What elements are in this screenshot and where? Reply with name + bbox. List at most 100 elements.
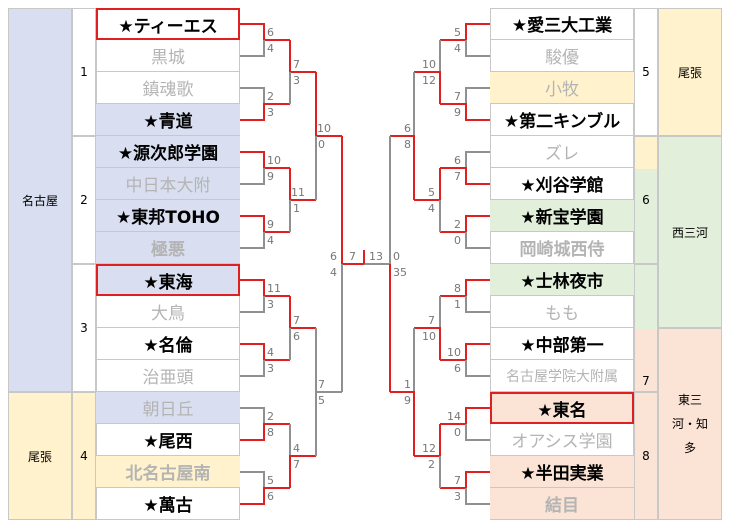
score-right-r1-7a: 14 bbox=[447, 410, 461, 423]
bracket-line bbox=[240, 151, 290, 169]
region-label-nagoya: 名古屋 bbox=[21, 193, 58, 208]
score-right-r1-7b: 0 bbox=[454, 426, 461, 439]
score-right-r2-4a: 12 bbox=[422, 442, 436, 455]
score-left-r1-8a: 5 bbox=[267, 474, 274, 487]
team-right-14: オアシス学園 bbox=[490, 424, 634, 456]
score-right-r4-b: 35 bbox=[393, 266, 407, 279]
team-right-4: ★第二キンブル bbox=[490, 104, 634, 136]
block-label-5: 5 bbox=[642, 65, 650, 79]
block-6 bbox=[634, 136, 658, 264]
score-left-r1-5a: 11 bbox=[267, 282, 281, 295]
bracket-line bbox=[414, 71, 441, 104]
region-nagoya bbox=[8, 8, 72, 392]
bracket-line bbox=[440, 215, 490, 233]
bracket-line bbox=[240, 23, 290, 41]
score-right-r1-3a: 6 bbox=[454, 154, 461, 167]
score-final-left: 7 bbox=[349, 250, 356, 263]
score-left-r1-2a: 2 bbox=[267, 90, 274, 103]
bracket-line bbox=[240, 279, 290, 297]
team-left-5: ★源次郎学園 bbox=[96, 136, 240, 168]
team-left-11: ★名倫 bbox=[96, 328, 240, 360]
score-left-r2-1b: 3 bbox=[293, 74, 300, 87]
block-2 bbox=[72, 136, 96, 264]
bracket-line bbox=[465, 232, 490, 249]
bracket-line bbox=[240, 215, 290, 233]
block-8 bbox=[634, 392, 658, 520]
score-left-r1-3b: 9 bbox=[267, 170, 274, 183]
bracket-line bbox=[440, 471, 490, 489]
score-left-r1-1a: 6 bbox=[267, 26, 274, 39]
score-right-r1-3b: 7 bbox=[454, 170, 461, 183]
region-nishimikawa bbox=[658, 136, 722, 328]
team-right-7: ★新宝学園 bbox=[490, 200, 634, 232]
team-left-6: 中日本大附 bbox=[96, 168, 240, 200]
score-left-r4-a: 6 bbox=[330, 250, 337, 263]
score-left-r2-3a: 7 bbox=[293, 314, 300, 327]
block-7 bbox=[634, 264, 658, 392]
bracket-line bbox=[465, 87, 490, 104]
team-right-2: 駿優 bbox=[490, 40, 634, 72]
score-right-r1-1b: 4 bbox=[454, 42, 461, 55]
block-label-8: 8 bbox=[642, 449, 650, 463]
score-right-r1-5a: 8 bbox=[454, 282, 461, 295]
block-label-4: 4 bbox=[80, 449, 88, 463]
team-right-13: ★東名 bbox=[490, 392, 634, 424]
score-right-r2-2b: 4 bbox=[428, 202, 435, 215]
score-left-r1-5b: 3 bbox=[267, 298, 274, 311]
block-label-3: 3 bbox=[80, 321, 88, 335]
team-right-8: 岡崎城西侍 bbox=[490, 232, 634, 264]
team-left-10: 大鳥 bbox=[96, 296, 240, 328]
bracket-line bbox=[240, 423, 290, 441]
score-right-r2-1b: 12 bbox=[422, 74, 436, 87]
bracket-line bbox=[240, 168, 265, 185]
block-1 bbox=[72, 8, 96, 136]
bracket-line bbox=[414, 327, 441, 360]
score-right-r1-4a: 2 bbox=[454, 218, 461, 231]
bracket-line bbox=[465, 40, 490, 57]
bracket-line bbox=[440, 343, 490, 361]
bracket-line bbox=[240, 487, 290, 505]
score-right-r3-2a: 1 bbox=[404, 378, 411, 391]
team-left-8: 極悪 bbox=[96, 232, 240, 264]
region-label-owari-left: 尾張 bbox=[27, 449, 52, 464]
score-left-r2-4b: 7 bbox=[293, 458, 300, 471]
team-left-2: 黒城 bbox=[96, 40, 240, 72]
team-left-9: ★東海 bbox=[96, 264, 240, 296]
bracket-line bbox=[240, 40, 265, 57]
score-left-r2-1a: 7 bbox=[293, 58, 300, 71]
team-right-12: 名古屋学院大附属 bbox=[490, 360, 634, 392]
team-right-6: ★刈谷学館 bbox=[490, 168, 634, 200]
team-left-15: 北名古屋南 bbox=[96, 456, 240, 488]
region-owari-left bbox=[8, 392, 72, 520]
score-final-right: 13 bbox=[369, 250, 383, 263]
bracket-line bbox=[240, 87, 265, 104]
block-label-7: 7 bbox=[642, 374, 650, 388]
region-higashimikawa-chita bbox=[658, 328, 722, 520]
region-label-owari-right: 尾張 bbox=[677, 65, 702, 80]
score-left-r2-4a: 4 bbox=[293, 442, 300, 455]
bracket-line bbox=[440, 167, 490, 185]
bracket-line bbox=[465, 488, 490, 505]
score-left-r1-7b: 8 bbox=[267, 426, 274, 439]
score-right-r1-2b: 9 bbox=[454, 106, 461, 119]
score-right-r4-a: 0 bbox=[393, 250, 400, 263]
score-left-r1-8b: 6 bbox=[267, 490, 274, 503]
team-left-4: ★青道 bbox=[96, 104, 240, 136]
team-left-12: 治亜頭 bbox=[96, 360, 240, 392]
score-right-r1-5b: 1 bbox=[454, 298, 461, 311]
bracket-line bbox=[465, 424, 490, 441]
score-left-r2-2b: 1 bbox=[293, 202, 300, 215]
score-left-r1-4b: 4 bbox=[267, 234, 274, 247]
bracket-line bbox=[240, 471, 265, 488]
score-right-r3-2b: 9 bbox=[404, 394, 411, 407]
score-left-r1-6a: 4 bbox=[267, 346, 274, 359]
score-left-r3-1a: 10 bbox=[317, 122, 331, 135]
score-right-r1-1a: 5 bbox=[454, 26, 461, 39]
bracket-line bbox=[465, 151, 490, 168]
block-label-2: 2 bbox=[80, 193, 88, 207]
team-left-16: ★萬古 bbox=[96, 488, 240, 520]
score-left-r1-7a: 2 bbox=[267, 410, 274, 423]
score-right-r1-6b: 6 bbox=[454, 362, 461, 375]
score-left-r3-2a: 7 bbox=[318, 378, 325, 391]
